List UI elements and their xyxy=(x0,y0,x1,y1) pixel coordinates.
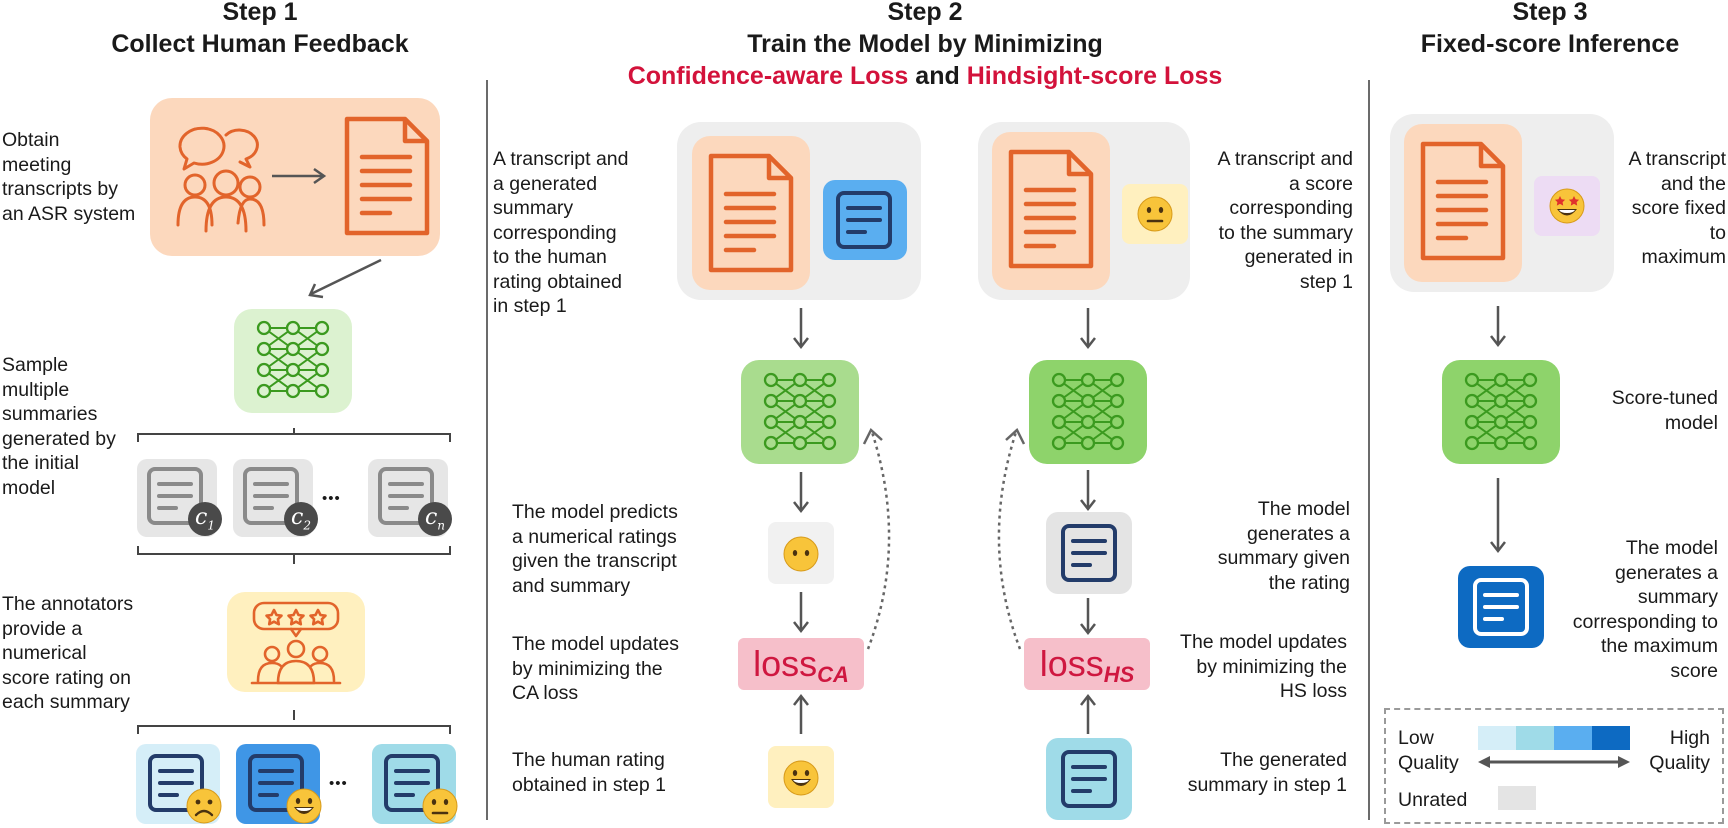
step2-title: Step 2 xyxy=(887,0,963,26)
step2-left-predict-text: The model predicts a numerical ratings g… xyxy=(512,501,678,597)
step2-right-generate-text: The model generates a summary given the … xyxy=(1217,498,1350,594)
summary-icon xyxy=(836,191,892,249)
star-struck-face-icon xyxy=(1549,188,1585,224)
step2-subtitle: Train the Model by Minimizing xyxy=(747,30,1103,58)
candidates-top-bracket xyxy=(137,428,451,442)
arrow-down xyxy=(1490,478,1506,554)
document-icon xyxy=(708,153,794,273)
neural-network-icon xyxy=(763,372,837,451)
summary-icon xyxy=(378,467,434,525)
legend-unrated-swatch xyxy=(1498,786,1536,810)
document-icon xyxy=(344,116,430,236)
legend-swatch-1 xyxy=(1478,726,1516,750)
arrow-right xyxy=(272,167,327,185)
arrow-down xyxy=(793,472,809,514)
legend-high-label: High Quality xyxy=(1649,727,1710,774)
candidate-badge-n: cn xyxy=(418,502,452,536)
divider-2 xyxy=(1368,80,1370,820)
legend-gradient xyxy=(1478,726,1630,750)
and-word: and xyxy=(915,62,960,90)
step3-input-text: A transcript and the score fixed to maxi… xyxy=(1628,148,1726,268)
generated-summary-box xyxy=(1046,512,1132,594)
neutral-face-icon xyxy=(422,788,458,824)
hs-feedback-arrow xyxy=(997,427,1026,650)
legend-low-label: Low Quality xyxy=(1398,727,1459,774)
people-chat-icon xyxy=(176,126,266,233)
step2-right-input-text: A transcript and a score corresponding t… xyxy=(1217,148,1354,293)
candidate-badge-1: c1 xyxy=(188,502,222,536)
loss-hs-box: lossHS xyxy=(1024,638,1150,690)
grinning-face-icon xyxy=(783,760,819,796)
rated-top-bracket xyxy=(137,710,451,734)
summary-icon xyxy=(248,754,304,812)
legend-unrated-label: Unrated xyxy=(1398,789,1468,811)
legend-double-arrow xyxy=(1478,756,1630,768)
arrow-down xyxy=(793,592,809,634)
summary-icon xyxy=(1061,750,1117,808)
neutral-face-icon xyxy=(1137,196,1173,232)
step3-subtitle: Fixed-score Inference xyxy=(1420,30,1680,58)
step1-subtitle: Collect Human Feedback xyxy=(111,30,409,58)
neural-network-icon xyxy=(256,320,330,399)
arrow-down xyxy=(1490,306,1506,348)
step1-obtain-text: Obtain meeting transcripts by an ASR sys… xyxy=(2,129,136,225)
step2-header: Step 2 Train the Model by Minimizing Con… xyxy=(540,0,1310,92)
loss-ca-box: lossCA xyxy=(738,638,864,690)
arrow-down xyxy=(1080,308,1096,350)
candidates-ellipsis: ••• xyxy=(322,490,341,507)
step2-left-input-text: A transcript and a generated summary cor… xyxy=(493,148,629,317)
candidate-badge-2: c2 xyxy=(284,502,318,536)
step1-annotate-text: The annotators provide a numerical score… xyxy=(2,593,134,713)
step2-right-update-text: The model updates by minimizing the HS l… xyxy=(1180,631,1347,702)
arrow-up xyxy=(793,693,809,734)
arrow-down xyxy=(1080,470,1096,512)
step2-right-generated-text: The generated summary in step 1 xyxy=(1187,749,1347,796)
summary-icon xyxy=(147,467,203,525)
arrow-down xyxy=(793,308,809,350)
arrow-up xyxy=(1080,693,1096,734)
step3-header: Step 3 Fixed-score Inference xyxy=(1350,0,1728,60)
summary-icon xyxy=(148,754,204,812)
arrow-down-left xyxy=(308,258,382,299)
neural-network-icon xyxy=(1464,372,1538,451)
neural-network-icon xyxy=(1051,372,1125,451)
summary-icon xyxy=(243,467,299,525)
no-mouth-face-icon xyxy=(783,536,819,572)
step2-left-rating-text: The human rating obtained in step 1 xyxy=(512,749,666,796)
document-icon xyxy=(1420,141,1506,261)
legend-swatch-3 xyxy=(1554,726,1592,750)
step2-left-update-text: The model updates by minimizing the CA l… xyxy=(512,633,679,704)
step2-left-summary-box xyxy=(823,180,907,260)
step1-generated-summary-box xyxy=(1046,738,1132,820)
summary-icon xyxy=(1061,524,1117,582)
divider-1 xyxy=(486,80,488,820)
legend-swatch-4 xyxy=(1592,726,1630,750)
step3-model-text: Score-tuned model xyxy=(1611,387,1718,434)
step3-output-text: The model generates a summary correspond… xyxy=(1572,537,1718,682)
step2-loss-names: Confidence-aware Loss and Hindsight-scor… xyxy=(540,60,1310,92)
confidence-aware-loss-label: Confidence-aware Loss xyxy=(627,62,909,90)
ca-feedback-arrow xyxy=(862,427,891,650)
rated-ellipsis: ••• xyxy=(329,775,348,792)
grinning-face-icon xyxy=(286,788,322,824)
step1-title: Step 1 xyxy=(222,0,298,26)
candidates-bottom-bracket xyxy=(137,546,451,564)
step3-title: Step 3 xyxy=(1512,0,1588,26)
arrow-down xyxy=(1080,598,1096,636)
quality-legend: Low Quality High Quality Unrated xyxy=(1384,708,1724,824)
candidate-summary-2 xyxy=(233,459,313,537)
max-score-summary-box xyxy=(1458,566,1544,648)
summary-icon xyxy=(1473,578,1529,636)
summary-icon xyxy=(384,754,440,812)
step1-header: Step 1 Collect Human Feedback xyxy=(60,0,460,60)
hindsight-score-loss-label: Hindsight-score Loss xyxy=(966,62,1223,90)
sad-face-icon xyxy=(186,788,222,824)
star-rating-group-icon xyxy=(250,601,342,685)
legend-swatch-2 xyxy=(1516,726,1554,750)
document-icon xyxy=(1008,149,1094,269)
step1-sample-text: Sample multiple summaries generated by t… xyxy=(2,354,116,499)
